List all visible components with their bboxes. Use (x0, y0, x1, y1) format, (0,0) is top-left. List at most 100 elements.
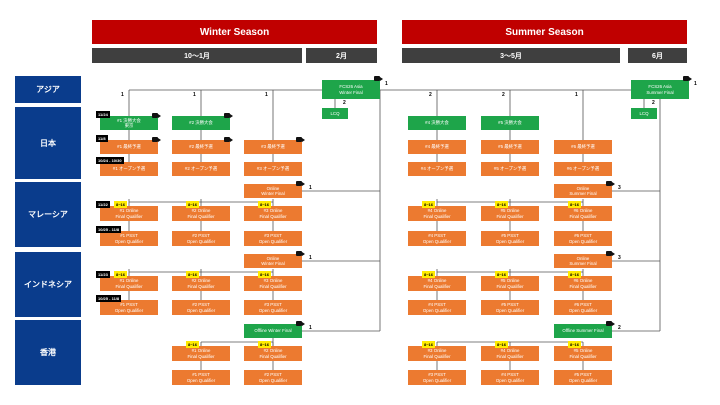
camera-icon (296, 181, 305, 186)
bracket-box-jp-w2-o: #2 オープン予選 (172, 162, 230, 176)
bracket-box-my-s-final: Online Summer Final (554, 184, 612, 198)
bracket-box-hk-w1-o: #1 PSST Open Qualifier (172, 370, 230, 385)
period-header: 10〜1月 (92, 48, 302, 63)
slot-count: 2 (652, 100, 655, 106)
slot-range-tag: 8~16 (114, 271, 128, 278)
bracket-box-id-w-final: Online Winter Final (244, 254, 302, 268)
region-label: マレーシア (15, 182, 81, 247)
slot-count: 2 (502, 92, 505, 98)
date-tag: 10/25 - 11/8 (96, 226, 122, 233)
slot-count: 1 (309, 255, 312, 261)
slot-range-tag: 8~16 (422, 201, 436, 208)
bracket-box-jp-s6-q: #6 最終予選 (554, 140, 612, 154)
slot-count: 3 (618, 255, 621, 261)
slot-count: 1 (309, 325, 312, 331)
slot-count: 1 (385, 81, 388, 87)
bracket-box-id-w3-o: #3 PSST Open Qualifier (244, 300, 302, 315)
bracket-box-my-s6-o: #6 PSST Open Qualifier (554, 231, 612, 246)
bracket-box-hk-s5-o: #5 PSST Open Qualifier (554, 370, 612, 385)
bracket-box-id-s5-o: #5 PSST Open Qualifier (481, 300, 539, 315)
date-tag: 11/22 (96, 201, 110, 208)
bracket-box-lcq-w: LCQ (322, 108, 348, 119)
slot-range-tag: 8~16 (258, 271, 272, 278)
slot-range-tag: 8~16 (495, 341, 509, 348)
bracket-box-hk-s4-o: #4 PSST Open Qualifier (481, 370, 539, 385)
bracket-box-jp-s4-final: #4 決勝大会 (408, 116, 466, 130)
date-tag: 11/24 (96, 111, 110, 118)
bracket-box-jp-w3-q: #3 最終予選 (244, 140, 302, 154)
camera-icon (152, 137, 161, 142)
region-label: 香港 (15, 320, 81, 385)
bracket-box-hk-w-final: Offline Winter Final (244, 324, 302, 338)
slot-range-tag: 8~16 (495, 201, 509, 208)
period-header: 2月 (306, 48, 377, 63)
date-tag: 10/25 - 11/8 (96, 295, 122, 302)
bracket-box-jp-w1-o: #1 オープン予選 (100, 162, 158, 176)
slot-count: 1 (575, 92, 578, 98)
bracket-box-my-w2-f: #2 Online Final Qualifier (172, 206, 230, 221)
camera-icon (296, 321, 305, 326)
bracket-box-asia-s: FCS26 Asia Summer Final (631, 80, 689, 99)
bracket-box-my-w1-o: #1 PSST Open Qualifier (100, 231, 158, 246)
slot-count: 1 (309, 185, 312, 191)
bracket-box-jp-s6-o: #6 オープン予選 (554, 162, 612, 176)
bracket-box-id-w1-f: #1 Online Final Qualifier (100, 276, 158, 291)
bracket-box-my-w2-o: #2 PSST Open Qualifier (172, 231, 230, 246)
slot-range-tag: 8~16 (186, 201, 200, 208)
slot-range-tag: 8~16 (422, 271, 436, 278)
camera-icon (606, 181, 615, 186)
camera-icon (224, 137, 233, 142)
bracket-box-id-s6-o: #6 PSST Open Qualifier (554, 300, 612, 315)
camera-icon (152, 113, 161, 118)
camera-icon (296, 251, 305, 256)
slot-count: 2 (343, 100, 346, 106)
region-label: インドネシア (15, 252, 81, 317)
bracket-box-my-w3-o: #3 PSST Open Qualifier (244, 231, 302, 246)
camera-icon (606, 321, 615, 326)
bracket-box-id-w1-o: #1 PSST Open Qualifier (100, 300, 158, 315)
slot-count: 1 (193, 92, 196, 98)
camera-icon (296, 137, 305, 142)
slot-range-tag: 8~16 (186, 341, 200, 348)
bracket-box-jp-w1-final: #1 決勝大会 東京 (100, 116, 158, 130)
slot-range-tag: 8~16 (568, 271, 582, 278)
slot-range-tag: 8~16 (114, 201, 128, 208)
slot-count: 1 (694, 81, 697, 87)
bracket-box-jp-w1-q: #1 最終予選 (100, 140, 158, 154)
slot-range-tag: 8~16 (495, 271, 509, 278)
bracket-box-hk-w1-f: #1 Online Final Qualifier (172, 346, 230, 361)
slot-count: 3 (618, 185, 621, 191)
date-tag: 11/23 (96, 271, 110, 278)
bracket-box-jp-s5-o: #5 オープン予選 (481, 162, 539, 176)
slot-range-tag: 8~16 (568, 341, 582, 348)
bracket-box-hk-w2-o: #2 PSST Open Qualifier (244, 370, 302, 385)
bracket-box-my-w3-f: #3 Online Final Qualifier (244, 206, 302, 221)
bracket-box-hk-s3-f: #3 Online Final Qualifier (408, 346, 466, 361)
bracket-box-hk-w2-f: #2 Online Final Qualifier (244, 346, 302, 361)
bracket-box-hk-s3-o: #3 PSST Open Qualifier (408, 370, 466, 385)
bracket-box-id-s4-f: #4 Online Final Qualifier (408, 276, 466, 291)
slot-count: 1 (121, 92, 124, 98)
bracket-box-jp-s4-o: #4 オープン予選 (408, 162, 466, 176)
bracket-box-my-s4-o: #4 PSST Open Qualifier (408, 231, 466, 246)
camera-icon (606, 251, 615, 256)
slot-range-tag: 8~16 (258, 201, 272, 208)
slot-range-tag: 8~16 (186, 271, 200, 278)
bracket-box-my-w1-f: #1 Online Final Qualifier (100, 206, 158, 221)
bracket-box-id-s4-o: #4 PSST Open Qualifier (408, 300, 466, 315)
slot-count: 1 (265, 92, 268, 98)
period-header: 6月 (628, 48, 687, 63)
season-title: Summer Season (402, 20, 687, 44)
bracket-box-asia-w: FCS26 Asia Winter Final (322, 80, 380, 99)
camera-icon (683, 76, 692, 81)
date-tag: 11/8 (96, 135, 108, 142)
slot-range-tag: 8~16 (258, 341, 272, 348)
camera-icon (374, 76, 383, 81)
bracket-box-my-s4-f: #4 Online Final Qualifier (408, 206, 466, 221)
slot-range-tag: 8~16 (422, 341, 436, 348)
bracket-box-id-w2-f: #2 Online Final Qualifier (172, 276, 230, 291)
slot-range-tag: 8~16 (568, 201, 582, 208)
bracket-box-jp-w2-final: #2 決勝大会 (172, 116, 230, 130)
bracket-box-jp-s5-q: #5 最終予選 (481, 140, 539, 154)
camera-icon (224, 113, 233, 118)
